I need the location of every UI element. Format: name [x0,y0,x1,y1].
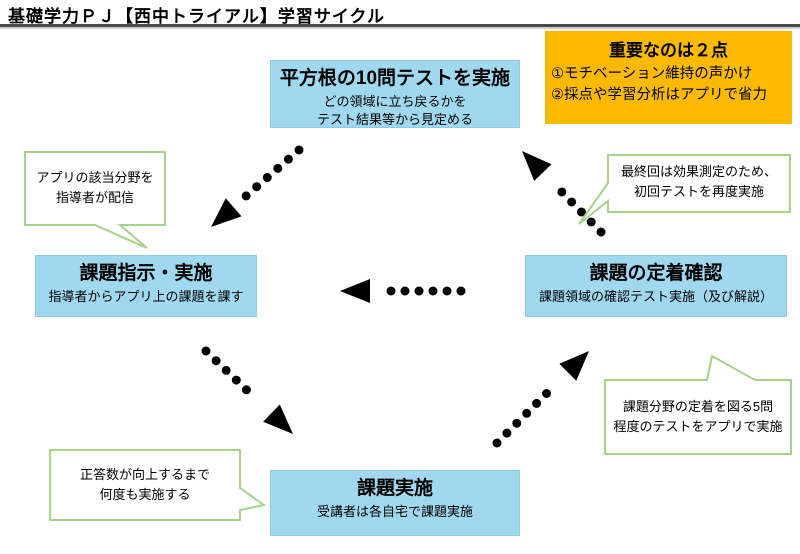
callout-bubble-shape [578,154,791,225]
step-subtext: どの領域に立ち戻るかを テスト結果等から見定める [316,93,473,127]
step-check-retention: 課題の定着確認 課題領域の確認テスト実施（及び解説） [525,255,787,317]
callout-bubble-shape [604,354,792,455]
callout-text: 最終回は効果測定のため、 初回テストを再度実施 [620,164,777,199]
step-title: 課題実施 [356,478,433,499]
key-point-2: ②採点や学習分析はアプリで省力 [551,87,767,104]
step-subtext: 指導者からアプリ上の課題を課す [48,288,244,304]
arrow-right-to-left [340,279,466,303]
title-divider [0,24,800,29]
step-title: 課題の定着確認 [589,263,723,284]
key-points-box: 重要なのは２点 ①モチベーション維持の声かけ ②採点や学習分析はアプリで省力 [545,31,792,124]
step-title: 平方根の10問テストを実施 [279,68,511,89]
key-point-1: ①モチベーション維持の声かけ [551,66,753,82]
arrow-top-to-left [211,145,304,227]
callout-bubble-shape [49,449,266,521]
callout-bubble-shape [24,151,166,249]
step-title: 課題指示・実施 [79,263,213,284]
callout-app-distribute: アプリの該当分野を 指導者が配信 [23,150,173,252]
callout-text: 正答数が向上するまで 何度も実施する [79,467,210,502]
step-do-task: 課題実施 受講者は各自宅で課題実施 [270,470,520,536]
step-assign-task: 課題指示・実施 指導者からアプリ上の課題を課す [35,255,257,317]
step-subtext: 受講者は各自宅で課題実施 [316,503,473,519]
arrow-left-to-bottom [201,346,293,434]
step-initial-test: 平方根の10問テストを実施 どの領域に立ち戻るかを テスト結果等から見定める [270,60,520,128]
callout-five-question-test: 課題分野の定着を図る5問 程度のテストをアプリで実施 [603,353,793,457]
callout-text: 課題分野の定着を図る5問 程度のテストをアプリで実施 [613,399,783,434]
key-points-title: 重要なのは２点 [609,41,728,60]
callout-text: アプリの該当分野を 指導者が配信 [36,170,154,205]
arrow-bottom-to-right [492,351,589,448]
page-title: 基礎学力ＰＪ【西中トライアル】学習サイクル [8,7,385,26]
step-subtext: 課題領域の確認テスト実施（及び解説） [538,288,773,304]
callout-final-test: 最終回は効果測定のため、 初回テストを再度実施 [575,153,792,228]
callout-repeat-until-improve: 正答数が向上するまで 何度も実施する [48,448,266,523]
